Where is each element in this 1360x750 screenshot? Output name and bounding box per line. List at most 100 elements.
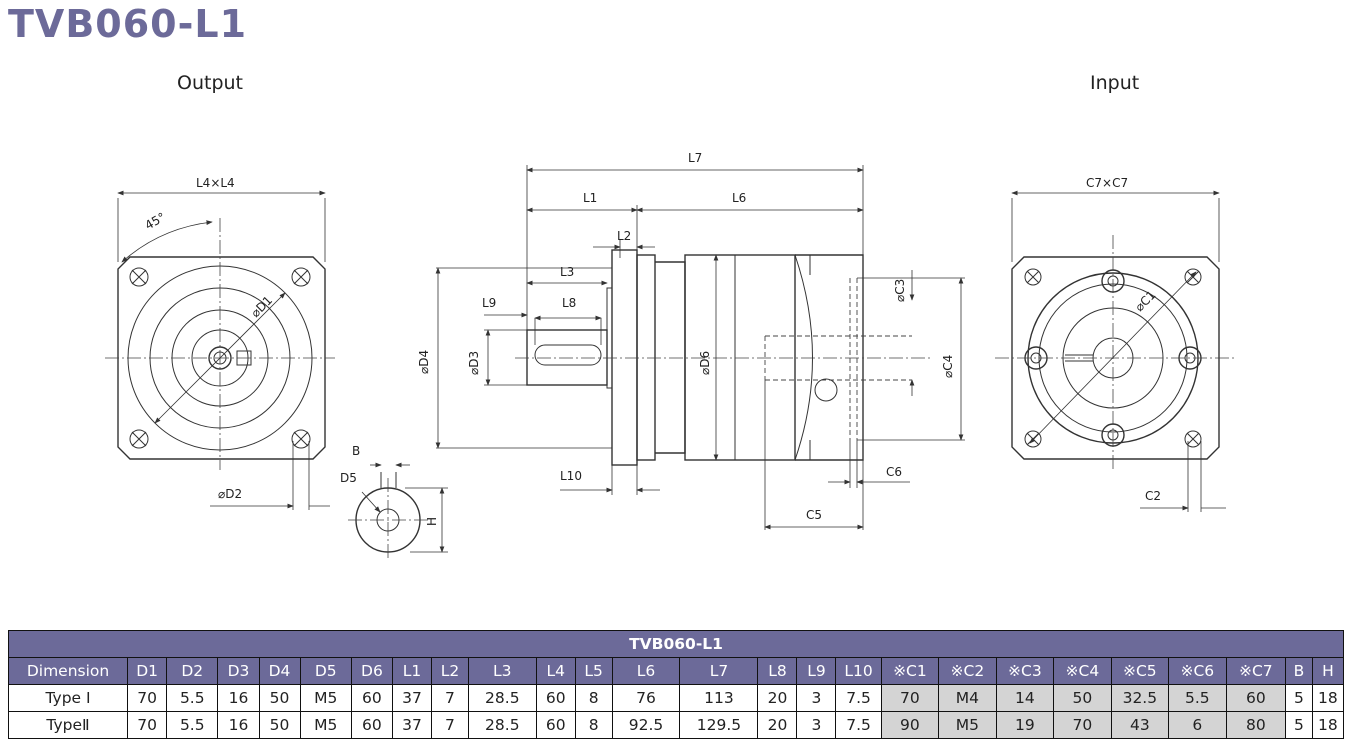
table-header-cell: D1 xyxy=(127,657,168,685)
table-cell: 5.5 xyxy=(166,711,219,739)
table-cell: 70 xyxy=(127,684,168,712)
table-header-cell: L10 xyxy=(835,657,882,685)
label-l3: L3 xyxy=(560,265,574,279)
table-cell: 16 xyxy=(217,684,260,712)
table-header-cell: ※C2 xyxy=(938,657,997,685)
label-l10: L10 xyxy=(560,469,582,483)
label-l9: L9 xyxy=(482,296,496,310)
table-cell: 92.5 xyxy=(611,711,681,739)
table-cell: Type I xyxy=(7,684,129,712)
shaft-section-view: B D5 H xyxy=(340,444,448,560)
label-angle: 45° xyxy=(143,210,168,233)
table-cell: 8 xyxy=(574,684,613,712)
table-header-cell: D4 xyxy=(258,657,301,685)
label-d4: ⌀D4 xyxy=(417,350,431,374)
label-b: B xyxy=(352,444,360,458)
table-cell: TypeⅡ xyxy=(7,711,129,739)
table-cell: 80 xyxy=(1225,711,1287,739)
table-header-cell: ※C1 xyxy=(880,657,940,685)
table-cell: 70 xyxy=(880,684,940,712)
table-cell: 7.5 xyxy=(835,711,882,739)
table-cell: 3 xyxy=(796,711,837,739)
label-c1: ⌀C1 xyxy=(1132,288,1158,314)
table-cell: 18 xyxy=(1311,711,1345,739)
table-header-cell: L1 xyxy=(391,657,432,685)
label-c7xc7: C7×C7 xyxy=(1086,176,1128,190)
table-header-cell: D3 xyxy=(217,657,260,685)
table-title: TVB060-L1 xyxy=(8,630,1344,658)
table-header-cell: ※C5 xyxy=(1110,657,1170,685)
label-d3: ⌀D3 xyxy=(467,351,481,375)
table-header-cell: D2 xyxy=(166,657,219,685)
table-cell: M4 xyxy=(938,684,997,712)
table-cell: 7 xyxy=(430,684,469,712)
table-cell: 5.5 xyxy=(166,684,219,712)
table-header-cell: L3 xyxy=(467,657,537,685)
table-cell: M5 xyxy=(299,711,352,739)
table-cell: 20 xyxy=(757,684,798,712)
table-cell: 32.5 xyxy=(1110,684,1170,712)
table-cell: 129.5 xyxy=(679,711,759,739)
table-cell: 50 xyxy=(258,711,301,739)
label-h: H xyxy=(425,517,439,526)
table-cell: 16 xyxy=(217,711,260,739)
output-view-label: Output xyxy=(177,72,243,94)
table-cell: 50 xyxy=(258,684,301,712)
table-header-cell: ※C6 xyxy=(1168,657,1227,685)
table-cell: 90 xyxy=(880,711,940,739)
table-header-cell: H xyxy=(1311,657,1345,685)
label-l8: L8 xyxy=(562,296,576,310)
table-cell: 37 xyxy=(391,684,432,712)
table-cell: 6 xyxy=(1168,711,1227,739)
table-header-cell: D6 xyxy=(350,657,393,685)
table-cell: 20 xyxy=(757,711,798,739)
table-cell: 19 xyxy=(995,711,1055,739)
label-l4xl4: L4×L4 xyxy=(196,176,235,190)
technical-drawing: L4×L4 45° ⌀D1 ⌀D2 xyxy=(105,151,1236,560)
label-l6: L6 xyxy=(732,191,746,205)
table-cell: 8 xyxy=(574,711,613,739)
table-header-cell: L6 xyxy=(611,657,681,685)
table-cell: 60 xyxy=(350,684,393,712)
table-cell: 60 xyxy=(350,711,393,739)
label-c4: ⌀C4 xyxy=(941,355,955,378)
table-cell: M5 xyxy=(938,711,997,739)
table-cell: 70 xyxy=(1053,711,1112,739)
table-header-cell: B xyxy=(1285,657,1313,685)
table-cell: 60 xyxy=(1225,684,1287,712)
label-l1: L1 xyxy=(583,191,597,205)
output-view: L4×L4 45° ⌀D1 ⌀D2 xyxy=(105,176,335,510)
table-cell: 5.5 xyxy=(1168,684,1227,712)
table-header-cell: ※C7 xyxy=(1225,657,1287,685)
table-cell: 7.5 xyxy=(835,684,882,712)
table-cell: 60 xyxy=(535,684,576,712)
table-cell: 50 xyxy=(1053,684,1112,712)
table-header-cell: L8 xyxy=(757,657,798,685)
table-cell: 28.5 xyxy=(467,711,537,739)
table-cell: 28.5 xyxy=(467,684,537,712)
table-cell: 14 xyxy=(995,684,1055,712)
input-view-label: Input xyxy=(1090,72,1140,94)
label-l7: L7 xyxy=(688,151,702,165)
table-cell: 5 xyxy=(1285,684,1313,712)
table-cell: 37 xyxy=(391,711,432,739)
table-cell: 18 xyxy=(1311,684,1345,712)
table-header-cell: D5 xyxy=(299,657,352,685)
table-header-cell: L4 xyxy=(535,657,576,685)
table-header-cell: L5 xyxy=(574,657,613,685)
table-cell: 43 xyxy=(1110,711,1170,739)
page-title: TVB060-L1 xyxy=(8,2,248,46)
table-cell: 60 xyxy=(535,711,576,739)
table-header-cell: L7 xyxy=(679,657,759,685)
table-header-cell: ※C4 xyxy=(1053,657,1112,685)
table-header-cell: Dimension xyxy=(7,657,129,685)
table-cell: 70 xyxy=(127,711,168,739)
table-header-cell: L9 xyxy=(796,657,837,685)
table-cell: 3 xyxy=(796,684,837,712)
label-c2: C2 xyxy=(1145,489,1161,503)
